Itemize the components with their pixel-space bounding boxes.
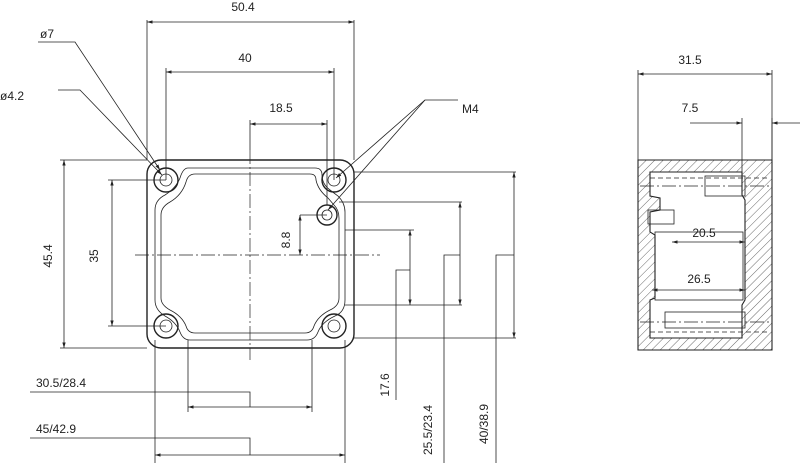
- dim-35: 35: [87, 249, 101, 263]
- dim-7-5: 7.5: [682, 101, 699, 115]
- lid-outline: [154, 167, 346, 341]
- dim-45-4: 45.4: [41, 244, 55, 268]
- dim-20-5: 20.5: [692, 226, 716, 240]
- dim-18-5: 18.5: [269, 101, 293, 115]
- inner-cavity: [654, 231, 744, 301]
- leader-o4-2: [58, 89, 163, 176]
- enclosure-outline: [146, 159, 355, 349]
- dim-45-42-9: 45/42.9: [36, 422, 76, 436]
- section-wall: [637, 159, 773, 351]
- dim-26-5: 26.5: [687, 272, 711, 286]
- dim-8-8: 8.8: [279, 231, 293, 248]
- screw-boss-left: [647, 209, 675, 225]
- dim-40: 40: [238, 51, 252, 65]
- dim-30-5-28-4: 30.5/28.4: [36, 376, 86, 390]
- screw-boss-top: [704, 175, 746, 197]
- hole-bottom-right: [321, 313, 347, 339]
- leader-m4-b: [327, 99, 426, 211]
- dim-o4-2: ø4.2: [0, 89, 24, 103]
- hole-bottom-right-inner: [327, 319, 341, 333]
- leader-o7: [38, 41, 161, 171]
- dim-40-38-9: 40/38.9: [477, 404, 491, 444]
- dim-17-6: 17.6: [378, 373, 392, 397]
- dim-m4: M4: [462, 102, 479, 116]
- side-section-view: 31.5 7.5 20.5 26.5: [637, 53, 800, 351]
- gasket-outline: [160, 173, 340, 334]
- screw-boss-bottom: [664, 311, 746, 329]
- front-view: 50.4 40 18.5 ø7 ø4.2 M4 45.4 35 8.8: [0, 0, 516, 463]
- dim-o7: ø7: [40, 27, 54, 41]
- dim-31-5: 31.5: [678, 53, 702, 67]
- dim-25-5-23-4: 25.5/23.4: [421, 405, 435, 455]
- dim-50-4: 50.4: [231, 0, 255, 14]
